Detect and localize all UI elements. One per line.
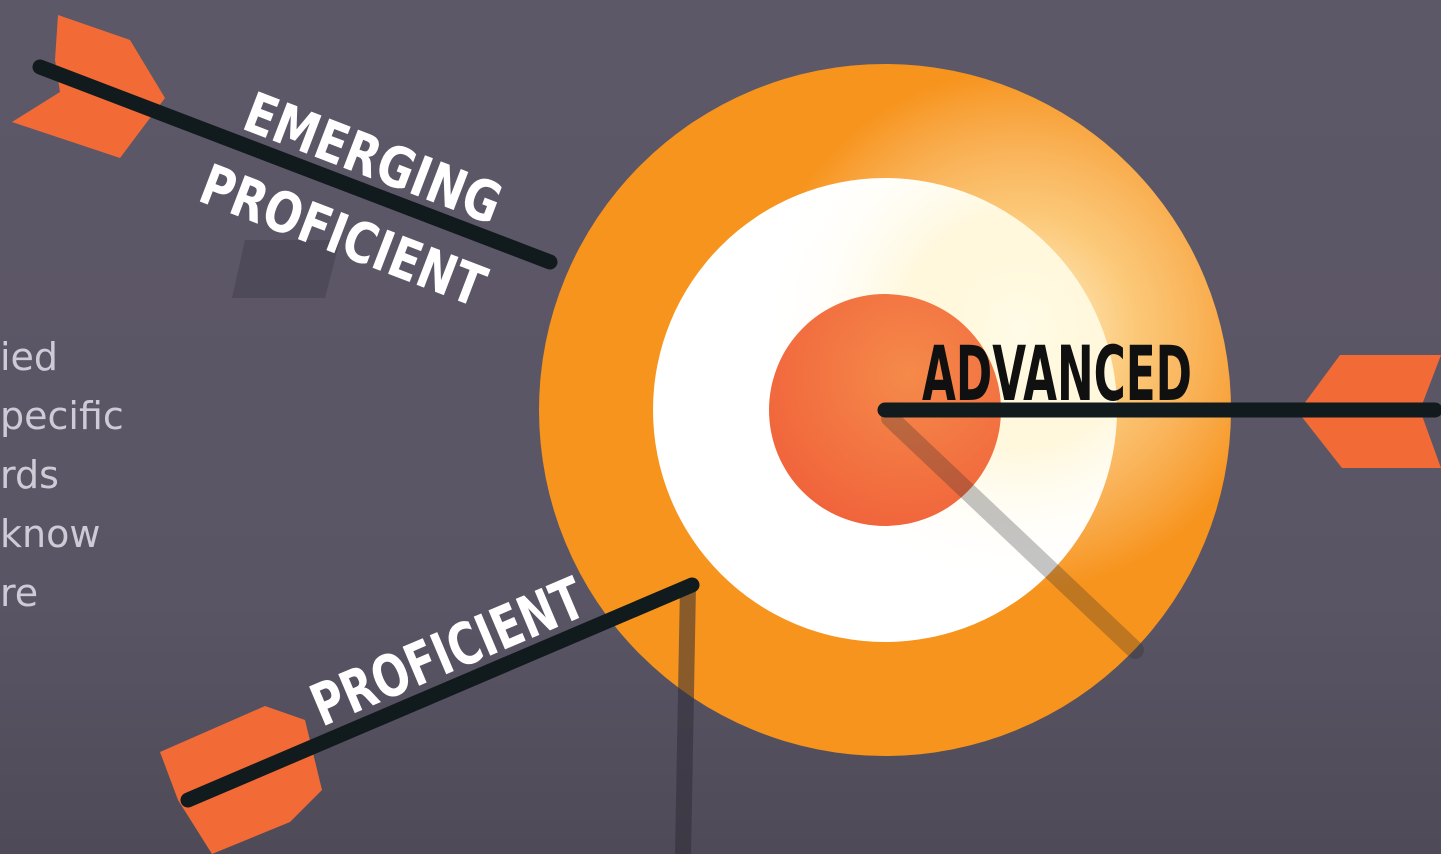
arrow-shaft [180, 577, 700, 808]
arrow-shaft [32, 59, 558, 270]
advanced-arrow [877, 355, 1441, 468]
side-text-line: know [0, 512, 101, 556]
side-text-line: rds [0, 453, 59, 497]
side-text-line: re [0, 571, 39, 615]
emerging-proficient-arrow [12, 15, 558, 270]
arrow-shadow [232, 240, 340, 298]
side-text-line: ied [0, 335, 59, 379]
proficient-arrow [160, 577, 700, 854]
advanced-arrow-shadow [881, 409, 1144, 659]
proficient-arrow-shadow [675, 584, 696, 854]
partial-side-text: ied pecific rds know re [0, 328, 124, 623]
side-text-line: pecific [0, 394, 124, 438]
label-advanced: ADVANCED [922, 329, 1192, 418]
